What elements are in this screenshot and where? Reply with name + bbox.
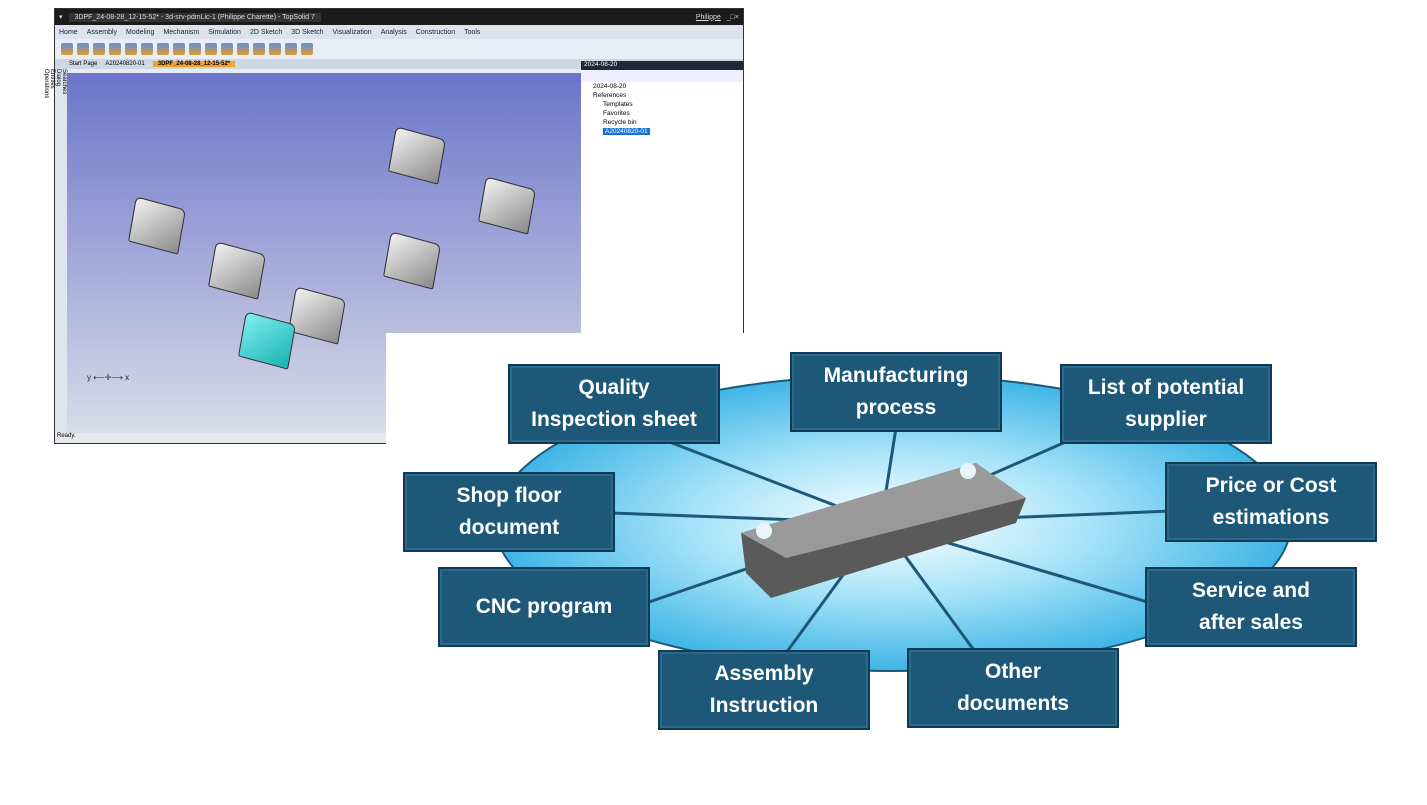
title-bar: ▾ 3DPF_24-08-28_12-15-52* - 3d-srv-pdmLi…: [55, 9, 743, 25]
tab-tools[interactable]: Tools: [464, 28, 481, 36]
tree-toolbar: [581, 70, 743, 82]
side-tab-dialog[interactable]: Dialog: [55, 69, 61, 87]
tool-icon[interactable]: [285, 43, 297, 55]
tree-item[interactable]: Templates: [603, 101, 633, 108]
tab-assembly[interactable]: Assembly: [86, 28, 118, 36]
tab-simulation[interactable]: Simulation: [208, 28, 241, 36]
doc-tab-start[interactable]: Start Page: [69, 61, 98, 67]
user-link[interactable]: Philippe: [695, 13, 721, 21]
tab-analysis[interactable]: Analysis: [380, 28, 407, 36]
box-cost-estimations: Price or Cost estimations: [1165, 462, 1377, 542]
side-tab-operations[interactable]: Operations: [43, 69, 49, 99]
tree-header: 2024-08-20: [581, 61, 743, 70]
box-cnc-program: CNC program: [438, 567, 650, 647]
tool-icon[interactable]: [205, 43, 217, 55]
part-model[interactable]: [388, 126, 446, 185]
machined-part-image: [741, 463, 1026, 598]
part-model[interactable]: [208, 241, 266, 300]
part-model[interactable]: [478, 176, 536, 235]
axis-triad-icon: y ⟵✛⟶ x: [87, 373, 130, 382]
box-potential-supplier: List of potential supplier: [1060, 364, 1272, 444]
side-tab-searches[interactable]: Searches: [61, 69, 67, 95]
side-panel-tabs: Searches Dialog Entities Operations: [43, 69, 67, 435]
tree-item[interactable]: References: [593, 92, 627, 99]
doc-tab-active[interactable]: 3DPF_24-08-28_12-15-52*: [152, 61, 236, 67]
tool-icon[interactable]: [269, 43, 281, 55]
tool-icon[interactable]: [189, 43, 201, 55]
topsolid-window: ▾ 3DPF_24-08-28_12-15-52* - 3d-srv-pdmLi…: [43, 8, 744, 444]
box-shop-floor-document: Shop floor document: [403, 472, 615, 552]
tab-mechanism[interactable]: Mechanism: [163, 28, 200, 36]
part-model[interactable]: [128, 196, 186, 255]
tool-icon[interactable]: [301, 43, 313, 55]
tab-3d-sketch[interactable]: 3D Sketch: [291, 28, 324, 36]
box-other-documents: Other documents: [907, 648, 1119, 728]
tab-home[interactable]: Home: [59, 28, 78, 36]
tab-2d-sketch[interactable]: 2D Sketch: [249, 28, 283, 36]
tool-icon[interactable]: [125, 43, 137, 55]
document-tabs: Start Page A20240820-01 3DPF_24-08-28_12…: [55, 59, 743, 69]
window-controls[interactable]: _□×: [726, 13, 739, 21]
tree-item[interactable]: Favorites: [603, 110, 630, 117]
tree-item[interactable]: Recycle bin: [603, 119, 637, 126]
tab-construction[interactable]: Construction: [415, 28, 456, 36]
doc-tab-project[interactable]: A20240820-01: [105, 61, 145, 67]
tool-icon[interactable]: [157, 43, 169, 55]
tree-item[interactable]: 2024-08-20: [593, 83, 627, 90]
tab-modeling[interactable]: Modeling: [126, 28, 155, 36]
box-manufacturing-process: Manufacturing process: [790, 352, 1002, 432]
box-assembly-instruction: Assembly Instruction: [658, 650, 870, 730]
tool-icon[interactable]: [77, 43, 89, 55]
tool-icon[interactable]: [173, 43, 185, 55]
selected-part-model[interactable]: [238, 311, 296, 370]
tab-visualization[interactable]: Visualization: [332, 28, 372, 36]
toolbar: [55, 39, 743, 59]
box-service-after-sales: Service and after sales: [1145, 567, 1357, 647]
tool-icon[interactable]: [221, 43, 233, 55]
tool-icon[interactable]: [93, 43, 105, 55]
window-title: 3DPF_24-08-28_12-15-52* - 3d-srv-pdmLic-…: [68, 12, 321, 22]
side-tab-entities[interactable]: Entities: [49, 69, 55, 89]
tool-icon[interactable]: [109, 43, 121, 55]
tool-icon[interactable]: [141, 43, 153, 55]
part-model[interactable]: [383, 231, 441, 290]
app-icon: ▾: [59, 14, 63, 21]
ribbon-tabs: Home Assembly Modeling Mechanism Simulat…: [55, 25, 743, 39]
box-quality-inspection-sheet: Quality Inspection sheet: [508, 364, 720, 444]
tool-icon[interactable]: [61, 43, 73, 55]
part-model[interactable]: [288, 286, 346, 345]
tree-item-selected[interactable]: A20240820-01: [603, 128, 650, 135]
document-diagram: Quality Inspection sheet Manufacturing p…: [386, 333, 1386, 743]
tool-icon[interactable]: [237, 43, 249, 55]
tool-icon[interactable]: [253, 43, 265, 55]
